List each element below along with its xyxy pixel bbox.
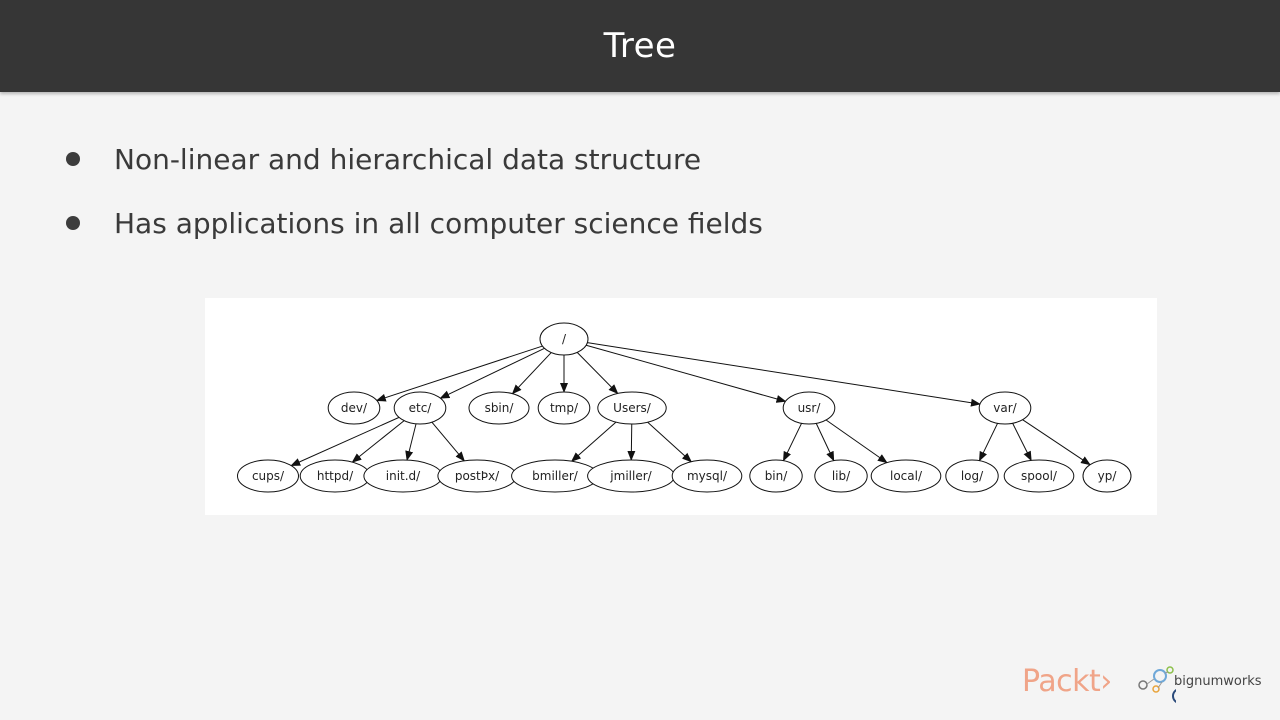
tree-node-bmiller: bmiller/: [511, 459, 599, 493]
tree-node-shape: [782, 391, 836, 425]
edge-var-to-yp: [1022, 419, 1091, 466]
bullet-list: Non-linear and hierarchical data structu…: [60, 138, 763, 266]
tree-node-shape: [870, 459, 942, 493]
tree-node-root: /: [539, 322, 589, 356]
edge-usr-to-local: [825, 419, 888, 464]
edge-root-to-var: [587, 342, 981, 407]
edge-usr-to-bin: [782, 423, 803, 462]
tree-node-sbin: sbin/: [468, 391, 530, 425]
tree-node-etc: etc/: [393, 391, 447, 425]
edge-usr-to-lib: [815, 423, 835, 462]
tree-node-label: usr/: [798, 401, 822, 415]
bullet-item: Has applications in all computer science…: [60, 202, 763, 244]
tree-node-label: mysql/: [687, 469, 728, 483]
tree-node-usr: usr/: [782, 391, 836, 425]
edge-etc-to-httpd: [351, 420, 405, 463]
tree-node-log: log/: [945, 459, 999, 493]
tree-node-shape: [597, 391, 667, 425]
bullet-item: Non-linear and hierarchical data structu…: [60, 138, 763, 180]
edge-root-to-sbin: [511, 352, 552, 395]
edge-var-to-spool: [1012, 423, 1032, 462]
tree-node-Users: Users/: [597, 391, 667, 425]
edge-etc-to-cups: [290, 416, 400, 467]
tree-node-label: var/: [993, 401, 1017, 415]
edge-root-to-dev: [375, 345, 543, 402]
tree-node-label: /: [562, 332, 567, 346]
bullet-icon: [66, 152, 80, 166]
tree-node-shape: [393, 391, 447, 425]
bullet-text: Non-linear and hierarchical data structu…: [114, 142, 702, 176]
tree-diagram: / dev/etc/sbin/tmp/Users/usr/var/cups/htt…: [205, 298, 1157, 515]
tree-node-shape: [537, 391, 591, 425]
bullet-icon: [66, 216, 80, 230]
tree-node-shape: [978, 391, 1032, 425]
tree-node-bin: bin/: [749, 459, 803, 493]
tree-node-label: log/: [961, 469, 984, 483]
tree-node-label: jmiller/: [609, 469, 652, 483]
tree-node-label: spool/: [1021, 469, 1058, 483]
tree-node-label: cups/: [252, 469, 285, 483]
tree-node-yp: yp/: [1082, 459, 1132, 493]
tree-node-dev: dev/: [327, 391, 381, 425]
tree-node-label: httpd/: [317, 469, 354, 483]
tree-node-label: lib/: [832, 469, 851, 483]
edge-root-to-etc: [439, 347, 545, 399]
tree-node-shape: [945, 459, 999, 493]
tree-diagram-svg: / dev/etc/sbin/tmp/Users/usr/var/cups/htt…: [237, 322, 1132, 493]
bignumworks-mark-icon: [1138, 666, 1188, 704]
tree-node-label: postÞx/: [455, 469, 500, 483]
edge-root-to-Users: [576, 352, 619, 395]
tree-node-local: local/: [870, 459, 942, 493]
bignumworks-text: bignumworks: [1174, 674, 1262, 689]
tree-node-shape: [539, 322, 589, 356]
tree-node-shape: [237, 459, 299, 493]
tree-node-tmp: tmp/: [537, 391, 591, 425]
tree-node-jmiller: jmiller/: [587, 459, 675, 493]
edge-Users-to-jmiller: [627, 423, 636, 462]
tree-node-label: etc/: [409, 401, 433, 415]
tree-node-label: local/: [890, 469, 923, 483]
tree-node-shape: [1003, 459, 1075, 493]
tree-node-httpd: httpd/: [299, 459, 371, 493]
tree-node-shape: [814, 459, 868, 493]
tree-node-mysql: mysql/: [671, 459, 743, 493]
tree-node-shape: [1082, 459, 1132, 493]
tree-node-post-x: postÞx/: [437, 459, 517, 493]
tree-node-shape: [749, 459, 803, 493]
tree-node-spool: spool/: [1003, 459, 1075, 493]
tree-node-shape: [327, 391, 381, 425]
slide-title: Tree: [603, 26, 677, 66]
bignumworks-logo: bignumworks: [1136, 664, 1276, 706]
edge-Users-to-bmiller: [570, 421, 617, 462]
bullet-text: Has applications in all computer science…: [114, 206, 763, 240]
tree-node-shape: [671, 459, 743, 493]
tree-node-shape: [468, 391, 530, 425]
title-bar: Tree: [0, 0, 1280, 92]
tree-node-lib: lib/: [814, 459, 868, 493]
tree-node-init-d: init.d/: [363, 459, 443, 493]
tree-node-label: yp/: [1098, 469, 1118, 483]
tree-node-label: tmp/: [550, 401, 579, 415]
tree-node-cups: cups/: [237, 459, 299, 493]
tree-node-label: bin/: [765, 469, 789, 483]
packt-logo: Packt›: [1022, 664, 1112, 699]
tree-node-var: var/: [978, 391, 1032, 425]
tree-node-label: init.d/: [386, 469, 421, 483]
edge-etc-to-init-d: [405, 423, 417, 462]
edge-Users-to-mysql: [647, 421, 693, 463]
edge-etc-to-post-x: [431, 421, 465, 462]
edge-root-to-usr: [585, 344, 787, 403]
tree-node-label: sbin/: [485, 401, 515, 415]
edge-var-to-log: [978, 423, 999, 462]
tree-node-label: Users/: [613, 401, 652, 415]
tree-node-label: dev/: [341, 401, 368, 415]
tree-node-label: bmiller/: [532, 469, 579, 483]
